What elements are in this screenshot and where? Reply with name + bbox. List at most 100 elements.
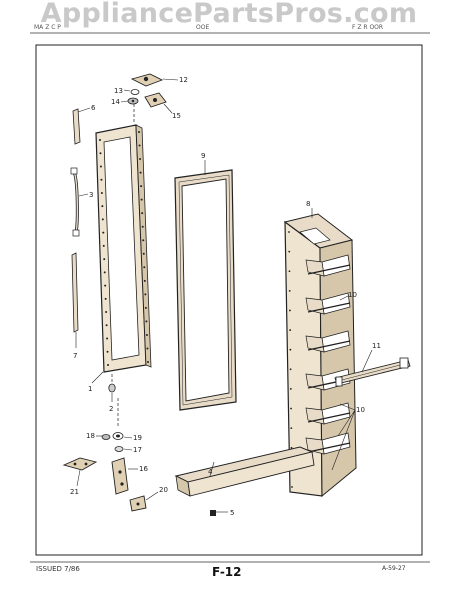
callout-12: 12 [179, 76, 188, 84]
frame-hole-dot [104, 297, 107, 300]
callout-13: 13 [114, 87, 123, 95]
frame-hole-dot [103, 258, 106, 261]
liner-hole-dot [289, 329, 292, 331]
callout-16: 16 [139, 465, 148, 473]
shelf-3 [305, 330, 351, 353]
part-21-hinge-plate [62, 457, 98, 471]
callout-15: 15 [172, 112, 181, 120]
liner-hole-dot [289, 348, 292, 351]
frame-hole-dot [139, 171, 142, 174]
liner-hole-dot [288, 231, 290, 233]
frame-hole-dot [141, 225, 144, 228]
callout-17: 17 [133, 446, 142, 454]
part-4-trim-strip [174, 446, 315, 497]
frame-hole-dot [100, 191, 103, 194]
callout-3: 3 [89, 191, 93, 199]
frame-hole-dot [141, 212, 144, 215]
frame-dot-holes [99, 131, 149, 366]
shelf-6 [305, 432, 351, 455]
part-19-bushing [112, 432, 124, 440]
liner-hole-dot [289, 388, 292, 390]
frame-hole-dot [99, 139, 101, 141]
footer-code-text: A-59-27 [382, 565, 406, 572]
callout-8: 8 [306, 200, 310, 208]
part-11-shelf-rail [334, 357, 411, 387]
frame-hole-dot [106, 337, 109, 340]
part-6-strip [72, 108, 81, 145]
liner-hole-dot [288, 270, 291, 273]
liner-hole-dot [288, 289, 291, 292]
callout-14: 14 [111, 98, 120, 106]
callout-18: 18 [86, 432, 95, 440]
part-13-bushing [130, 89, 140, 95]
callout-7: 7 [73, 352, 77, 360]
liner-hole-dot [289, 309, 291, 312]
frame-hole-dot [104, 284, 107, 287]
part-12-top-hinge [130, 73, 164, 87]
header-right-text: F Z R OOR [352, 24, 384, 31]
frame-hole-dot [107, 364, 109, 366]
liner-hole-dot [290, 446, 293, 449]
diagram-frame [35, 44, 423, 556]
callout-19: 19 [133, 434, 142, 442]
callout-2: 2 [109, 405, 113, 413]
frame-hole-dot [106, 350, 109, 353]
part-15-hinge-plate [144, 92, 167, 108]
header-center-text: OOE [196, 24, 210, 31]
part-20-bracket [129, 495, 147, 512]
part-9-gasket [174, 169, 237, 411]
callout-10-bottom: 10 [356, 406, 365, 414]
callout-1: 1 [88, 385, 92, 393]
liner-hole-dot [288, 250, 291, 253]
frame-hole-dot [143, 266, 146, 269]
frame-hole-dot [105, 311, 108, 314]
liner-hole-dot [289, 368, 292, 371]
header-left-text: MA Z C P [34, 24, 61, 31]
callout-10-top: 10 [348, 291, 357, 299]
part-3-handle [70, 167, 80, 237]
frame-hole-dot [142, 239, 145, 242]
callout-5: 5 [230, 509, 234, 517]
footer-page-number: F-12 [212, 565, 242, 579]
frame-hole-dot [145, 333, 148, 336]
callout-21: 21 [70, 488, 79, 496]
frame-hole-dot [103, 271, 106, 274]
part-14-washer [127, 97, 139, 105]
liner-hole-dot [291, 486, 293, 488]
frame-hole-dot [102, 231, 105, 234]
frame-hole-dot [99, 152, 102, 155]
frame-hole-dot [139, 158, 142, 161]
frame-hole-dot [144, 293, 147, 296]
part-7-strip [71, 252, 79, 333]
liner-hole-dot [290, 427, 293, 430]
frame-hole-dot [146, 347, 149, 350]
frame-hole-dot [99, 165, 102, 168]
part-17-spacer [114, 446, 124, 452]
shelf-1 [305, 254, 351, 277]
callout-9: 9 [201, 152, 205, 160]
shelf-5 [305, 402, 351, 425]
frame-hole-dot [144, 306, 147, 309]
frame-hole-dot [100, 178, 103, 181]
callout-20: 20 [159, 486, 168, 494]
callout-labels: 1 2 3 4 5 6 7 8 9 10 10 10 11 12 13 14 1… [70, 76, 381, 517]
frame-hole-dot [101, 205, 104, 208]
watermark-text: AppliancePartsPros.com [40, 0, 418, 29]
callout-6: 6 [91, 104, 96, 112]
callout-4: 4 [208, 468, 213, 476]
frame-hole-dot [138, 144, 141, 147]
frame-hole-dot [143, 279, 146, 282]
liner-hole-dot [290, 407, 292, 410]
frame-hole-dot [145, 320, 148, 323]
callout-11: 11 [372, 342, 381, 350]
frame-hole-dot [105, 324, 108, 327]
leader-lines [75, 78, 373, 513]
part-18-washer [101, 434, 111, 440]
part-16-bottom-hinge [111, 457, 129, 495]
part-2-pin [108, 374, 116, 393]
frame-hole-dot [138, 131, 140, 133]
frame-hole-dot [102, 244, 105, 247]
footer-issued-text: ISSUED 7/86 [36, 565, 80, 573]
frame-hole-dot [140, 198, 143, 201]
